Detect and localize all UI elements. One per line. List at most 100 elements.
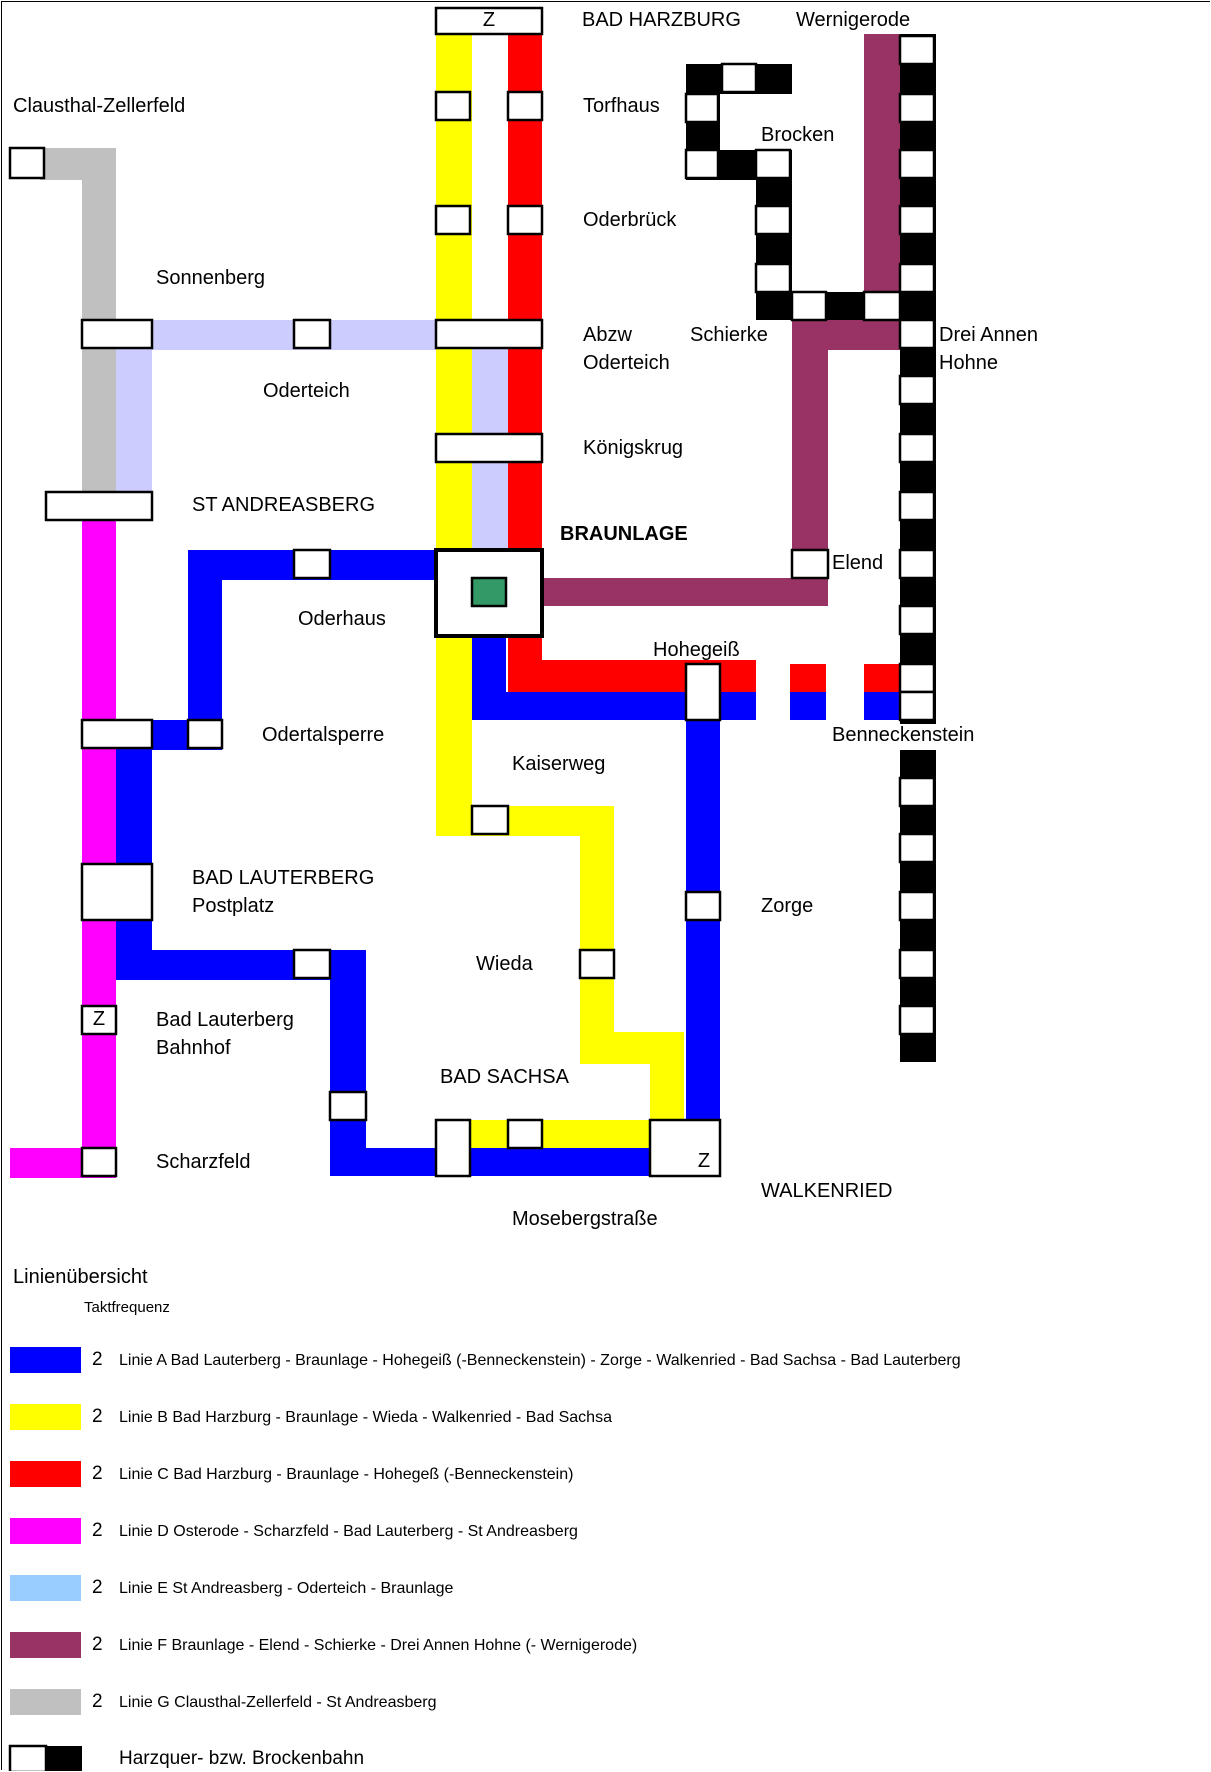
stop-bad-sachsa-b[interactable] — [506, 1118, 544, 1150]
stop-walkenried[interactable] — [648, 1118, 722, 1178]
legend-swatch-f — [10, 1632, 81, 1658]
legend-text-e: Linie E St Andreasberg - Oderteich - Bra… — [119, 1580, 454, 1597]
legend-freq-e: 2 — [92, 1577, 103, 1598]
line-d-segment — [82, 520, 116, 1154]
legend-freq-g: 2 — [92, 1691, 103, 1712]
legend-rail-swatch — [8, 1744, 82, 1771]
label-oderbrueck: Oderbrück — [583, 209, 677, 231]
stop-bad-lauterberg-postplatz[interactable] — [80, 862, 154, 922]
label-wernigerode: Wernigerode — [796, 9, 911, 31]
stop-markers — [8, 6, 830, 1178]
legend-text-g: Linie G Clausthal-Zellerfeld - St Andrea… — [119, 1694, 437, 1711]
legend-swatch-b — [10, 1404, 81, 1430]
stop-oderbrueck-b[interactable] — [434, 204, 472, 236]
stop-oderhaus[interactable] — [292, 548, 332, 580]
stop-torfhaus-b[interactable] — [434, 90, 472, 122]
stop-lauterberg-bus[interactable] — [292, 948, 332, 980]
label-bad-lauterberg-bahnhof-1: Bad Lauterberg — [156, 1009, 294, 1031]
label-hohegeiss: Hohegeiß — [653, 639, 740, 661]
label-wieda: Wieda — [476, 953, 533, 975]
stop-kaiserweg[interactable] — [470, 804, 510, 836]
stop-hohegeiss[interactable] — [684, 662, 722, 722]
line-a-segment — [720, 692, 756, 720]
stop-zorge[interactable] — [684, 890, 722, 922]
label-elend: Elend — [832, 552, 884, 574]
legend-freq-f: 2 — [92, 1634, 103, 1655]
legend-title: Linienübersicht — [13, 1266, 148, 1288]
legend-text-a: Linie A Bad Lauterberg - Braunlage - Hoh… — [119, 1352, 961, 1369]
line-f-segment — [544, 578, 828, 606]
legend-freq-c: 2 — [92, 1463, 103, 1484]
stop-bad-sachsa[interactable] — [434, 1118, 472, 1178]
legend-swatch-a — [10, 1347, 81, 1373]
legend-text-d: Linie D Osterode - Scharzfeld - Bad Laut… — [119, 1523, 578, 1540]
legend-freq-d: 2 — [92, 1520, 103, 1541]
stop-wieda[interactable] — [578, 948, 616, 980]
line-a-segment — [790, 692, 826, 720]
label-brocken: Brocken — [761, 124, 835, 146]
stop-bad-lauterberg-bahnhof[interactable] — [80, 1004, 118, 1036]
label-clausthal: Clausthal-Zellerfeld — [13, 95, 186, 117]
line-c-segment — [790, 664, 826, 692]
line-f-segment — [828, 320, 902, 350]
stop-bad-harzburg[interactable] — [434, 6, 544, 36]
stop-sonnenberg[interactable] — [80, 318, 154, 350]
label-oderteich: Oderteich — [263, 380, 350, 402]
label-koenigskrug: Königskrug — [583, 437, 684, 459]
label-torfhaus: Torfhaus — [583, 95, 660, 117]
legend-swatch-c — [10, 1461, 81, 1487]
stop-koenigskrug[interactable] — [434, 432, 544, 464]
stop-bad-sachsa-west[interactable] — [328, 1090, 368, 1122]
line-a-segment — [330, 950, 366, 1176]
stop-st-andreasberg[interactable] — [44, 490, 154, 522]
label-benneckenstein: Benneckenstein — [832, 724, 975, 746]
label-abzw: Abzw — [583, 324, 632, 346]
rail-checkers — [684, 34, 936, 1036]
legend-text-f: Linie F Braunlage - Elend - Schierke - D… — [119, 1637, 638, 1654]
label-hohne: Hohne — [939, 352, 998, 374]
stop-elend[interactable] — [790, 548, 830, 580]
label-schierke: Schierke — [690, 324, 768, 346]
label-kaiserweg: Kaiserweg — [512, 753, 606, 775]
legend-subtitle: Taktfrequenz — [84, 1299, 170, 1316]
legend-text-b: Linie B Bad Harzburg - Braunlage - Wieda… — [119, 1409, 612, 1426]
stop-torfhaus-c[interactable] — [506, 90, 544, 122]
label-bad-sachsa: BAD SACHSA — [440, 1066, 569, 1088]
label-scharzfeld: Scharzfeld — [156, 1151, 251, 1173]
braunlage-hub-marker — [470, 576, 508, 608]
label-sonnenberg: Sonnenberg — [156, 267, 265, 289]
legend-freq-b: 2 — [92, 1406, 103, 1427]
label-odertalsperre: Odertalsperre — [262, 724, 385, 746]
stop-oderteich[interactable] — [292, 318, 332, 350]
line-b-segment — [580, 806, 614, 1034]
label-walkenried: WALKENRIED — [761, 1180, 893, 1202]
line-b-segment — [470, 1120, 650, 1148]
line-f-segment — [864, 34, 900, 320]
legend-swatch-e — [10, 1575, 81, 1601]
line-a-segment — [116, 720, 152, 970]
label-bad-harzburg: BAD HARZBURG — [582, 9, 741, 31]
legend-freq-a: 2 — [92, 1349, 103, 1370]
label-mosebergstrasse: Mosebergstraße — [512, 1208, 658, 1230]
stop-scharzfeld[interactable] — [80, 1146, 118, 1178]
line-c-segment — [720, 664, 756, 692]
legend-swatch-g — [10, 1689, 81, 1715]
stop-clausthal[interactable] — [8, 146, 46, 180]
line-a-segment — [188, 550, 222, 750]
label-bad-lauterberg-postplatz-1: BAD LAUTERBERG — [192, 867, 375, 889]
z-marker-walkenried: Z — [697, 1150, 711, 1172]
label-abzw-oderteich: Oderteich — [583, 352, 670, 374]
brocken-railway — [684, 34, 936, 1062]
z-marker-bahnhof: Z — [92, 1008, 106, 1030]
stop-oderbrueck-c[interactable] — [506, 204, 544, 236]
legend-text-rail: Harzquer- bzw. Brockenbahn — [119, 1748, 365, 1769]
line-a-segment — [864, 692, 900, 720]
label-oderhaus: Oderhaus — [298, 608, 386, 630]
stop-abzw-oderteich[interactable] — [434, 318, 544, 350]
label-st-andreasberg: ST ANDREASBERG — [192, 494, 376, 516]
label-braunlage: BRAUNLAGE — [560, 523, 688, 545]
line-b-segment — [650, 1032, 684, 1122]
stop-odertalsperre-d[interactable] — [80, 718, 154, 750]
stop-odertalsperre-a[interactable] — [186, 718, 224, 750]
